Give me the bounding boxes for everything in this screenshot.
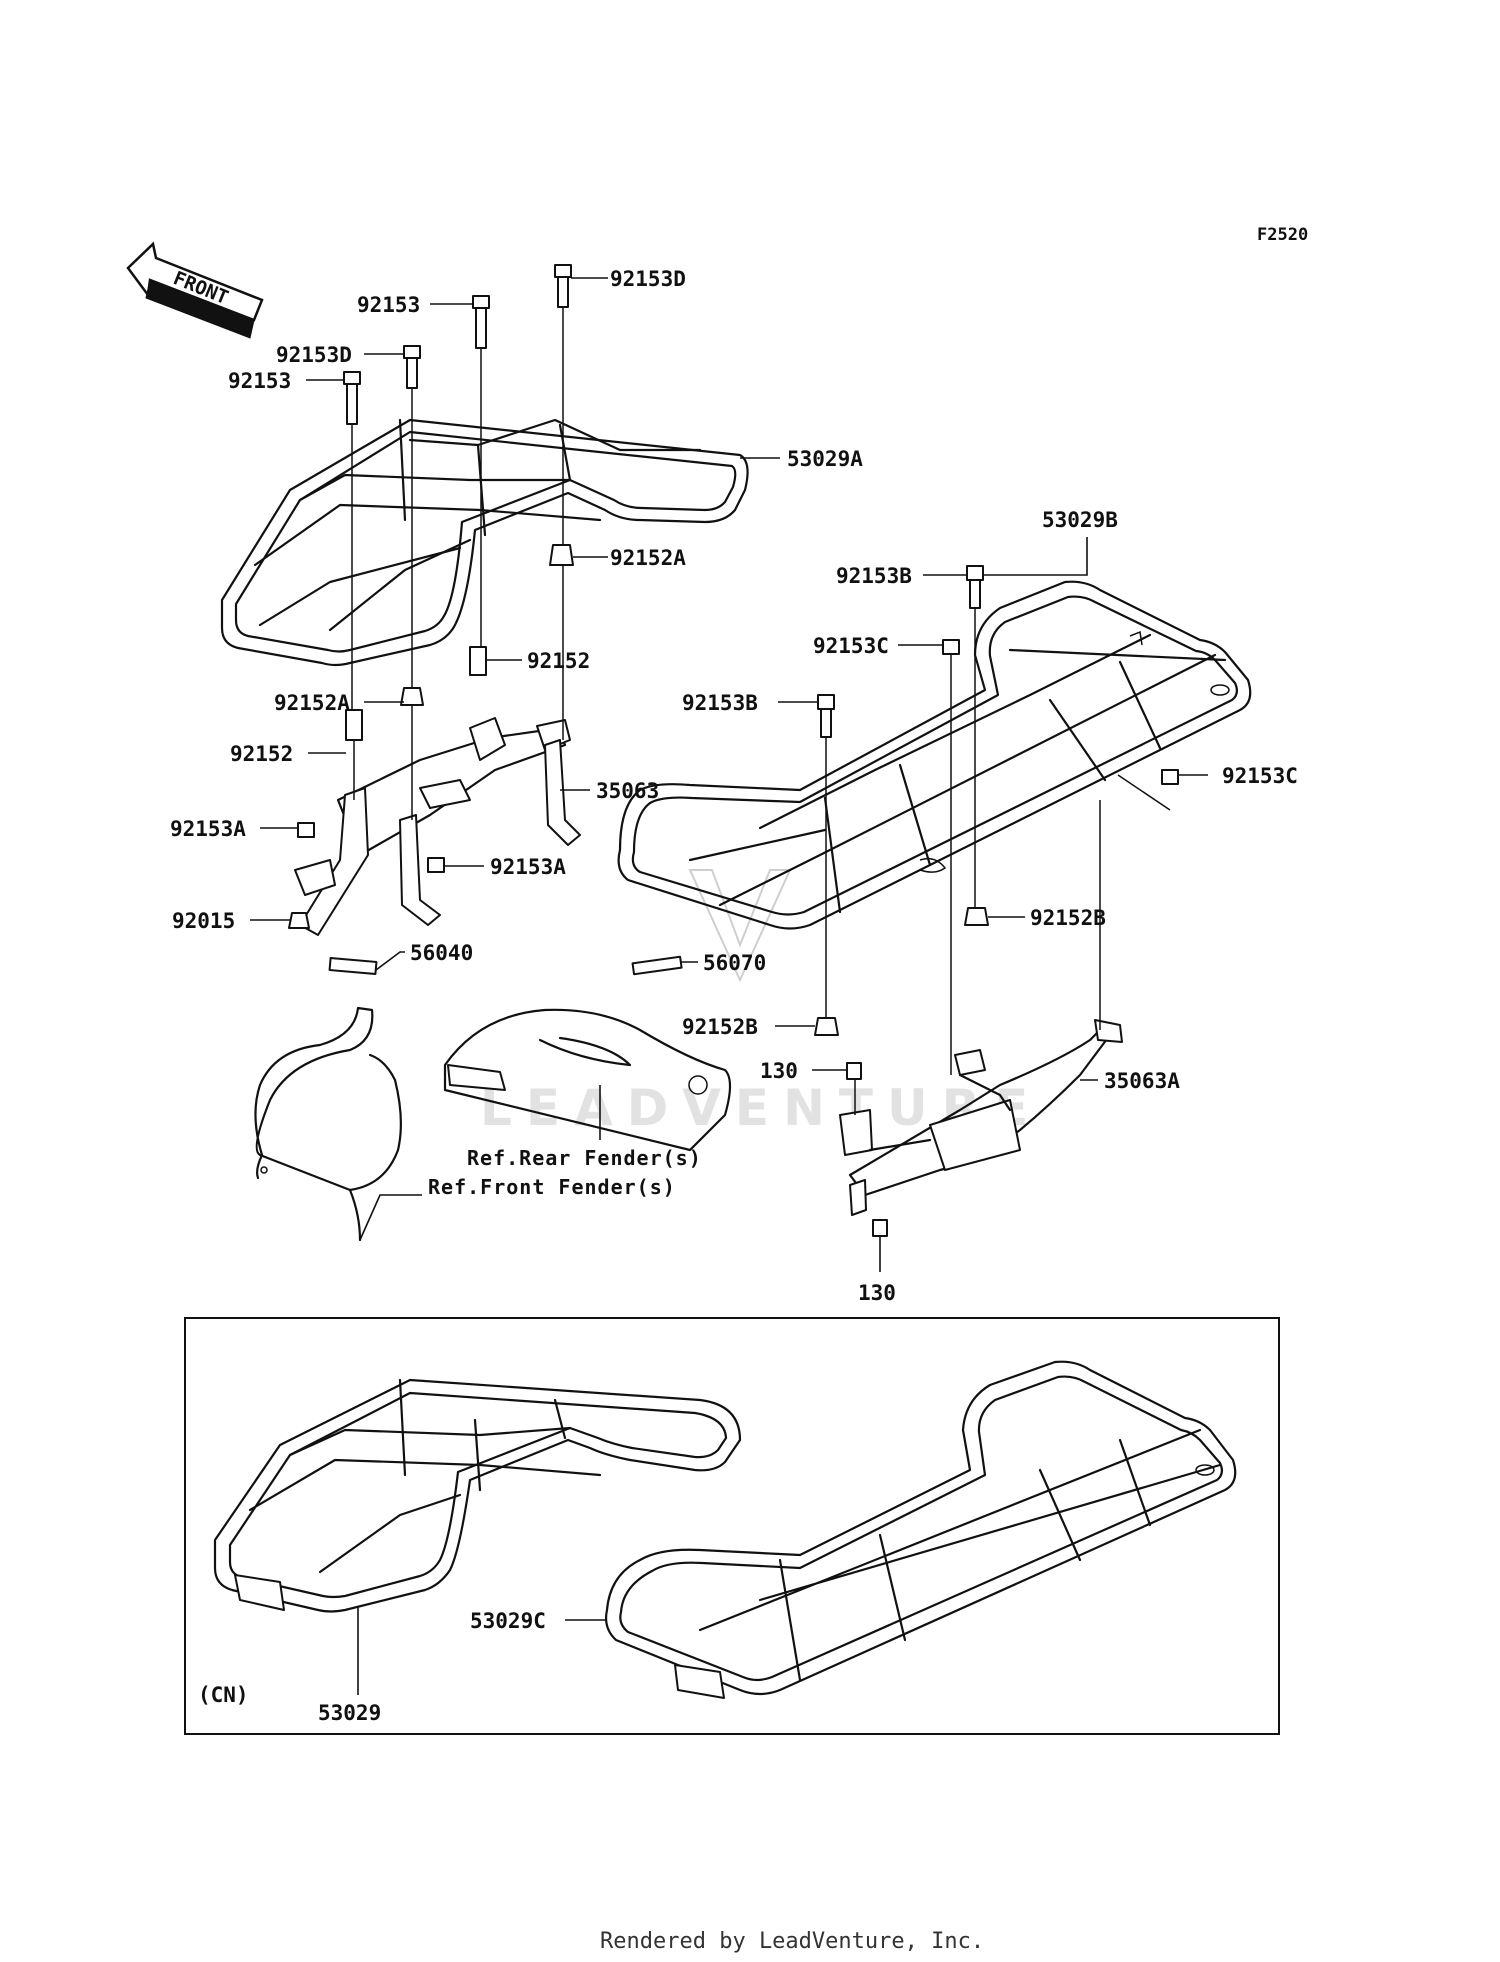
inset-front-rack-53029 xyxy=(213,1378,742,1613)
label-130-top[interactable]: 130 xyxy=(760,1059,798,1083)
spacer-92152A-right-icon xyxy=(549,544,574,566)
front-bracket-35063 xyxy=(294,717,581,936)
front-fender xyxy=(254,957,402,1242)
inset-tag: (CN) xyxy=(198,1683,249,1707)
bolt-92153D-left-icon xyxy=(403,345,421,389)
bolt-92153C-top-icon xyxy=(942,639,960,655)
rear-rack-53029B xyxy=(617,580,1252,930)
spacer-92152A-left-icon xyxy=(400,687,424,706)
bolt-92153D-top-icon xyxy=(554,264,572,308)
bolt-92153-upper-icon xyxy=(472,295,490,349)
label-ref-rear-fender[interactable]: Ref.Rear Fender(s) xyxy=(467,1146,702,1170)
inset-rear-rack-53029C xyxy=(604,1360,1237,1699)
label-53029A[interactable]: 53029A xyxy=(787,447,863,471)
bolt-130-top-icon xyxy=(846,1062,862,1080)
label-92153-left[interactable]: 92153 xyxy=(228,369,291,393)
label-35063[interactable]: 35063 xyxy=(596,779,659,803)
label-92015[interactable]: 92015 xyxy=(172,909,235,933)
front-arrow-icon: FRONT xyxy=(126,241,264,339)
label-92152-mid[interactable]: 92152 xyxy=(527,649,590,673)
decal-56040-icon xyxy=(328,957,378,975)
decal-56070-icon xyxy=(631,955,683,976)
footer-credit: Rendered by LeadVenture, Inc. xyxy=(600,1929,984,1954)
front-leader-lines xyxy=(351,307,564,820)
spacer-92152-mid-icon xyxy=(469,646,487,676)
bolt-130-bottom-icon xyxy=(872,1219,888,1237)
label-92152B-right[interactable]: 92152B xyxy=(1030,906,1106,930)
label-92153D-left[interactable]: 92153D xyxy=(276,343,352,367)
label-56070[interactable]: 56070 xyxy=(703,951,766,975)
diagram-code: F2520 xyxy=(1257,225,1308,245)
bolt-92153C-right-icon xyxy=(1161,769,1179,785)
rear-fasteners xyxy=(814,565,1179,1237)
rear-bracket-35063A xyxy=(839,1019,1123,1216)
label-35063A[interactable]: 35063A xyxy=(1104,1069,1180,1093)
front-rack-53029A xyxy=(220,418,749,667)
label-130-bottom[interactable]: 130 xyxy=(858,1281,896,1305)
label-92153C-top[interactable]: 92153C xyxy=(813,634,889,658)
label-92152-left[interactable]: 92152 xyxy=(230,742,293,766)
label-leaders xyxy=(250,277,1208,1695)
label-92152A-right[interactable]: 92152A xyxy=(610,546,686,570)
label-92153B-top[interactable]: 92153B xyxy=(836,564,912,588)
label-53029[interactable]: 53029 xyxy=(318,1701,381,1725)
label-92153D-top[interactable]: 92153D xyxy=(610,267,686,291)
label-92153B-mid[interactable]: 92153B xyxy=(682,691,758,715)
label-92153C-right[interactable]: 92153C xyxy=(1222,764,1298,788)
label-53029B[interactable]: 53029B xyxy=(1042,508,1118,532)
front-fasteners xyxy=(288,264,574,929)
bolt-92153A-right-icon xyxy=(427,857,445,873)
bolt-92153A-left-icon xyxy=(297,822,315,838)
bolt-92153B-mid-icon xyxy=(817,694,835,738)
bolt-92153B-top-icon xyxy=(966,565,984,609)
label-92153A-left[interactable]: 92153A xyxy=(170,817,246,841)
label-92152B-left[interactable]: 92152B xyxy=(682,1015,758,1039)
label-53029C[interactable]: 53029C xyxy=(470,1609,546,1633)
label-92152A-left[interactable]: 92152A xyxy=(274,691,350,715)
watermark: LEADVENTURE xyxy=(480,869,1028,1137)
label-ref-front-fender[interactable]: Ref.Front Fender(s) xyxy=(428,1175,676,1199)
nut-92015-icon xyxy=(288,912,310,929)
inset-box xyxy=(184,1317,1280,1735)
rear-fender xyxy=(443,955,732,1152)
label-92153-upper[interactable]: 92153 xyxy=(357,293,420,317)
label-92153A-right[interactable]: 92153A xyxy=(490,855,566,879)
spacer-92152B-left-icon xyxy=(814,1017,839,1036)
bolt-92153-left-icon xyxy=(343,371,361,425)
rear-leader-lines xyxy=(825,608,1171,1115)
label-56040[interactable]: 56040 xyxy=(410,941,473,965)
spacer-92152B-right-icon xyxy=(964,907,989,926)
part-labels: 92153D 92153 92153D 92153 53029A 92152A … xyxy=(170,267,1298,1725)
